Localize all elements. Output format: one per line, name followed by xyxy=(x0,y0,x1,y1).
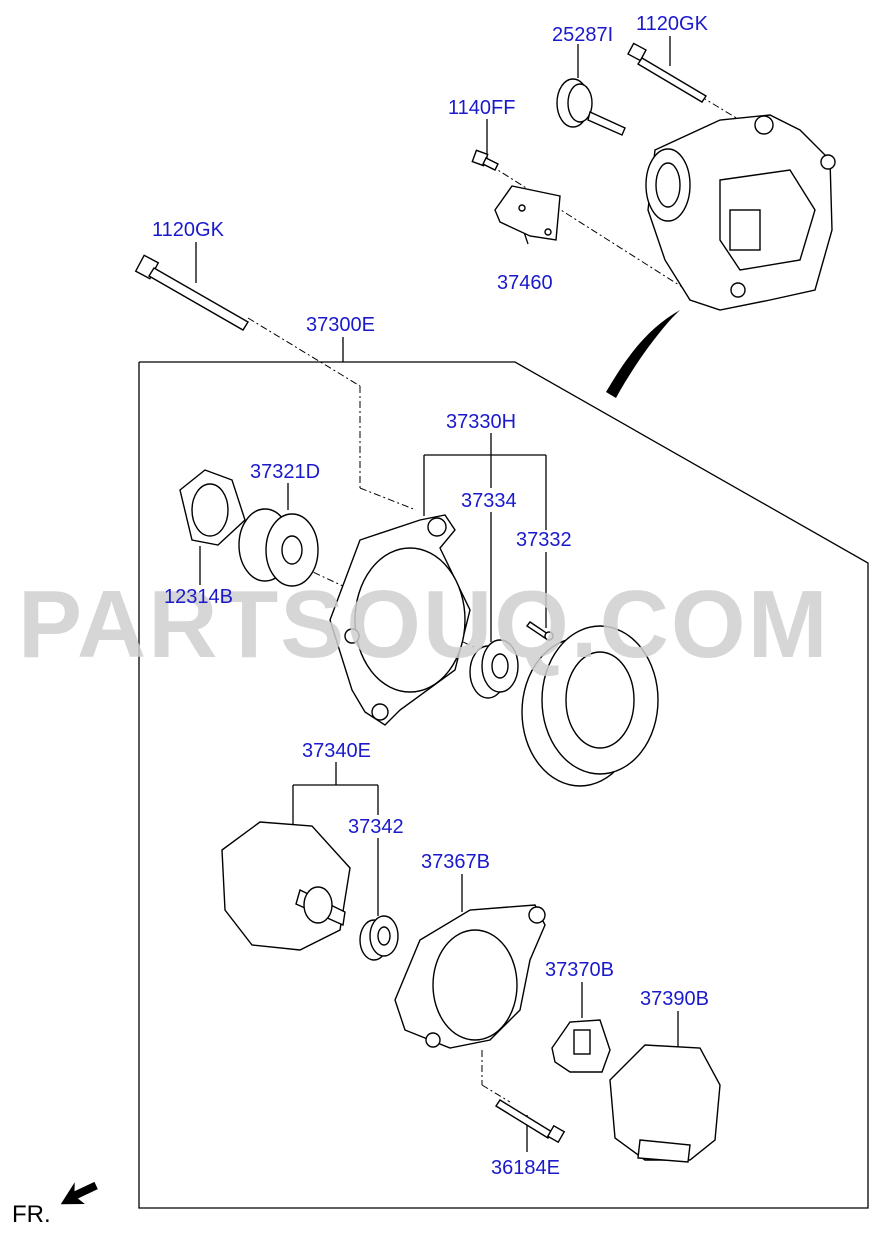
rear-bracket xyxy=(394,904,546,1049)
assembly-arrow xyxy=(606,310,680,398)
part-label-1120GK-left[interactable]: 1120GK xyxy=(152,219,224,241)
part-label-1120GK-top[interactable]: 1120GK xyxy=(636,13,708,35)
part-label-25287I[interactable]: 25287I xyxy=(552,24,614,46)
part-label-37330H[interactable]: 37330H xyxy=(446,411,517,433)
bracket xyxy=(494,185,561,241)
part-label-37342[interactable]: 37342 xyxy=(348,816,404,838)
bolt-left xyxy=(134,254,249,331)
part-label-12314B[interactable]: 12314B xyxy=(164,586,233,608)
part-label-37340E[interactable]: 37340E xyxy=(302,740,371,762)
part-label-37300E[interactable]: 37300E xyxy=(306,314,375,336)
part-label-37367B[interactable]: 37367B xyxy=(421,851,490,873)
watermark: PARTSOUQ.COM xyxy=(18,571,830,678)
screw xyxy=(525,621,554,641)
rear-bearing xyxy=(359,915,399,961)
front-arrow-icon xyxy=(60,1181,98,1205)
part-label-37321D[interactable]: 37321D xyxy=(250,461,321,483)
stator xyxy=(521,625,659,787)
front-direction-label: FR. xyxy=(12,1201,51,1228)
rear-cover xyxy=(609,1044,721,1163)
alternator-assembly xyxy=(645,114,836,311)
idler-pulley xyxy=(556,78,626,136)
bolt-small xyxy=(471,149,499,171)
part-label-36184E[interactable]: 36184E xyxy=(491,1157,560,1179)
regulator xyxy=(551,1019,611,1073)
part-label-1140FF[interactable]: 1140FF xyxy=(448,97,516,119)
part-label-37332[interactable]: 37332 xyxy=(516,529,572,551)
part-label-37370B[interactable]: 37370B xyxy=(545,959,614,981)
part-label-37460[interactable]: 37460 xyxy=(497,272,553,294)
part-label-37334[interactable]: 37334 xyxy=(461,490,517,512)
pulley-cover xyxy=(179,469,246,546)
part-label-37390B[interactable]: 37390B xyxy=(640,988,709,1010)
bolt-top xyxy=(627,42,707,103)
front-bracket xyxy=(329,514,471,726)
leader-lines xyxy=(195,36,679,1152)
through-bolt xyxy=(495,1099,566,1144)
assembly-frame xyxy=(138,361,869,1209)
front-bearing xyxy=(469,639,519,699)
rotor xyxy=(221,821,351,951)
drive-pulley xyxy=(238,508,319,587)
